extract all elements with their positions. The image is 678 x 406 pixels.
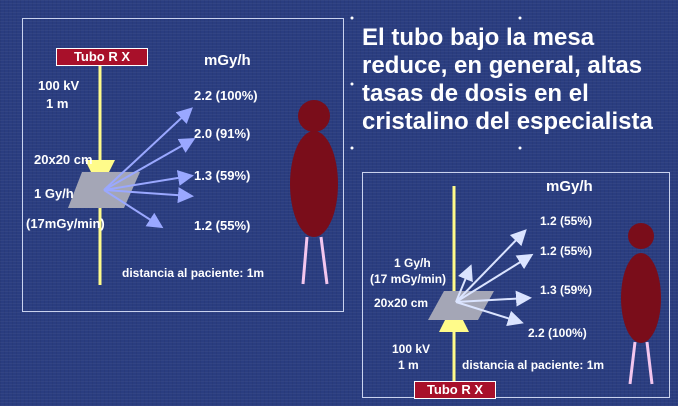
headline-line: reduce, en general, altas bbox=[362, 52, 643, 79]
rate-label-left: 2.2 (100%) bbox=[194, 88, 258, 103]
rate-label-right: 1.2 (55%) bbox=[540, 214, 593, 228]
distance-1m-left: 1 m bbox=[46, 96, 69, 111]
dose-right: 1 Gy/h bbox=[394, 256, 431, 270]
kv-left: 100 kV bbox=[38, 78, 80, 93]
rate-label-right: 2.2 (100%) bbox=[528, 326, 587, 340]
rate-label-left: 1.3 (59%) bbox=[194, 168, 251, 183]
patient-field-right bbox=[428, 291, 494, 320]
field-size-right: 20x20 cm bbox=[374, 296, 429, 310]
rate-label-right: 1.3 (59%) bbox=[540, 283, 593, 297]
scatter-arrows-left bbox=[103, 107, 196, 229]
scatter-arrows-right bbox=[455, 229, 534, 327]
dose-min-left: (17mGy/min) bbox=[26, 216, 105, 231]
dose-left: 1 Gy/h bbox=[34, 186, 74, 201]
staff-figure-left bbox=[290, 100, 338, 285]
headline-line: El tubo bajo la mesa bbox=[362, 24, 595, 51]
staff-figure-right bbox=[621, 223, 661, 385]
tube-label-left: Tubo R X bbox=[56, 48, 148, 66]
headline-line: tasas de dosis en el bbox=[362, 80, 589, 107]
distance-1m-right: 1 m bbox=[398, 358, 419, 372]
right-panel bbox=[362, 172, 670, 398]
rate-label-right: 1.2 (55%) bbox=[540, 244, 593, 258]
kv-right: 100 kV bbox=[392, 342, 431, 356]
left-panel bbox=[22, 18, 344, 312]
patient-distance-left: distancia al paciente: 1m bbox=[122, 266, 265, 280]
unit-header-right: mGy/h bbox=[546, 178, 593, 195]
field-size-left: 20x20 cm bbox=[34, 152, 93, 167]
unit-header-left: mGy/h bbox=[204, 52, 251, 69]
dose-min-right: (17 mGy/min) bbox=[370, 272, 447, 286]
patient-distance-right: distancia al paciente: 1m bbox=[462, 358, 605, 372]
tube-label-right: Tubo R X bbox=[414, 381, 496, 399]
rate-label-left: 2.0 (91%) bbox=[194, 126, 251, 141]
rate-label-left: 1.2 (55%) bbox=[194, 218, 251, 233]
headline-line: cristalino del especialista bbox=[362, 108, 653, 135]
headline-decor-dots bbox=[350, 16, 522, 150]
headline: El tubo bajo la mesa reduce, en general,… bbox=[362, 24, 674, 136]
